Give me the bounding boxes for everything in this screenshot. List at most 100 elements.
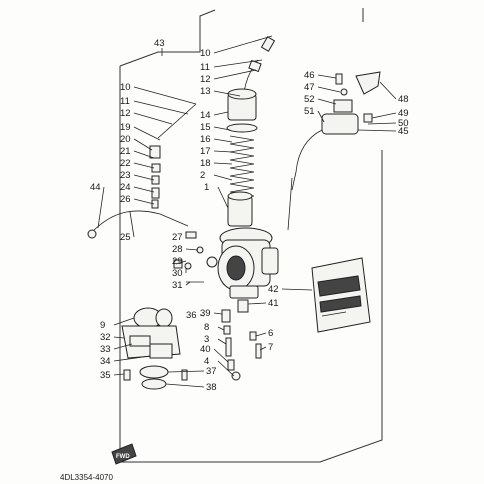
callout-leader — [217, 186, 229, 209]
callout-c35: 35 — [100, 370, 125, 381]
callout-c8: 8 — [204, 322, 225, 333]
callout-leader — [133, 162, 155, 169]
callout-leader — [317, 74, 337, 79]
callout-number: 45 — [398, 126, 409, 137]
callout-number: 25 — [120, 232, 131, 243]
callout-leader — [213, 69, 257, 80]
callout-leader — [133, 150, 155, 159]
callout-c34: 34 — [100, 355, 151, 367]
callout-number: 33 — [100, 344, 111, 355]
callout-number: 10 — [120, 82, 131, 93]
callout-number: 27 — [172, 232, 183, 243]
callout-number: 3 — [204, 334, 209, 345]
callout-number: 44 — [90, 182, 101, 193]
callout-number: 13 — [200, 86, 211, 97]
callout-c12b: 12 — [120, 108, 173, 125]
callout-leader — [213, 90, 241, 97]
callout-leader — [185, 248, 199, 251]
callout-leader — [213, 126, 231, 131]
callout-c38: 38 — [165, 382, 217, 393]
callout-leader — [255, 332, 267, 337]
callout-number: 51 — [304, 106, 315, 117]
small-parts-27-31 — [173, 231, 204, 283]
callout-leader — [317, 110, 325, 123]
callout-c20: 20 — [120, 134, 153, 151]
callout-number: 32 — [100, 332, 111, 343]
callout-c24: 24 — [120, 182, 155, 193]
part-code: 4DL3354-4070 — [60, 473, 113, 482]
callout-number: 23 — [120, 170, 131, 181]
assembly-frame — [119, 8, 383, 463]
carb-top-cap — [226, 88, 258, 133]
callout-leader — [213, 59, 263, 68]
callout-c14: 14 — [200, 110, 229, 121]
callout-number: 37 — [206, 366, 217, 377]
callout-c42: 42 — [268, 284, 313, 295]
callout-number: 12 — [120, 108, 131, 119]
callout-c47: 47 — [304, 82, 341, 93]
callout-leader — [379, 81, 397, 100]
callout-leader — [213, 150, 233, 153]
callout-leader — [213, 312, 223, 315]
callout-leader — [217, 326, 225, 331]
callout-number: 6 — [268, 328, 273, 339]
callout-c10a: 10 — [200, 35, 273, 59]
callout-leader — [133, 100, 189, 115]
callout-leader — [213, 35, 273, 54]
callout-leader — [185, 281, 191, 286]
callout-c12a: 12 — [200, 69, 257, 85]
callout-leader — [167, 370, 205, 373]
callout-c3: 3 — [204, 334, 227, 345]
callout-c30: 30 — [172, 268, 187, 279]
callout-c27: 27 — [172, 232, 187, 243]
callout-number: 28 — [172, 244, 183, 255]
callout-leader — [133, 174, 155, 181]
callout-c46: 46 — [304, 70, 337, 81]
fwd-badge-text: FWD — [116, 454, 130, 460]
callout-number: 18 — [200, 158, 211, 169]
callout-c19: 19 — [120, 122, 161, 141]
throttle-cable — [291, 129, 323, 191]
carburetor-body — [206, 227, 279, 299]
cable-sleeve — [287, 177, 293, 231]
callout-number: 10 — [200, 48, 211, 59]
callout-number: 29 — [172, 256, 183, 267]
callout-leader — [97, 186, 105, 229]
callout-c10b: 10 — [120, 82, 197, 105]
callout-c48: 48 — [379, 81, 409, 105]
callout-leader — [113, 343, 133, 350]
callout-number: 38 — [206, 382, 217, 393]
callout-number: 15 — [200, 122, 211, 133]
callout-leader — [175, 260, 187, 265]
callout-c39: 39 — [200, 308, 223, 319]
callout-c18: 18 — [200, 158, 233, 169]
callout-c26: 26 — [120, 194, 155, 205]
callout-c4: 4 — [204, 356, 235, 377]
callout-leader — [213, 111, 229, 116]
callout-c28: 28 — [172, 244, 199, 255]
callout-number: 12 — [200, 74, 211, 85]
callout-leader — [113, 373, 125, 376]
callout-number: 20 — [120, 134, 131, 145]
callout-c21: 21 — [120, 146, 155, 159]
callout-number: 36 — [186, 310, 197, 321]
callout-leader — [367, 122, 397, 125]
callout-c2a: 2 — [200, 170, 233, 181]
callout-c37: 37 — [167, 366, 217, 377]
callout-number: 39 — [200, 308, 211, 319]
callout-c15: 15 — [200, 122, 231, 133]
callout-number: 8 — [204, 322, 209, 333]
callout-number: 35 — [100, 370, 111, 381]
callout-leader — [133, 86, 197, 105]
callout-number: 42 — [268, 284, 279, 295]
callout-number: 7 — [268, 342, 273, 353]
callout-c36: 36 — [186, 310, 205, 321]
callout-number: 48 — [398, 94, 409, 105]
callout-leader — [213, 174, 233, 181]
callout-number: 11 — [200, 62, 210, 73]
callout-number: 11 — [120, 96, 130, 107]
callout-c9: 9 — [100, 317, 135, 331]
left-hose-assembly — [149, 103, 197, 209]
callout-number: 46 — [304, 70, 315, 81]
